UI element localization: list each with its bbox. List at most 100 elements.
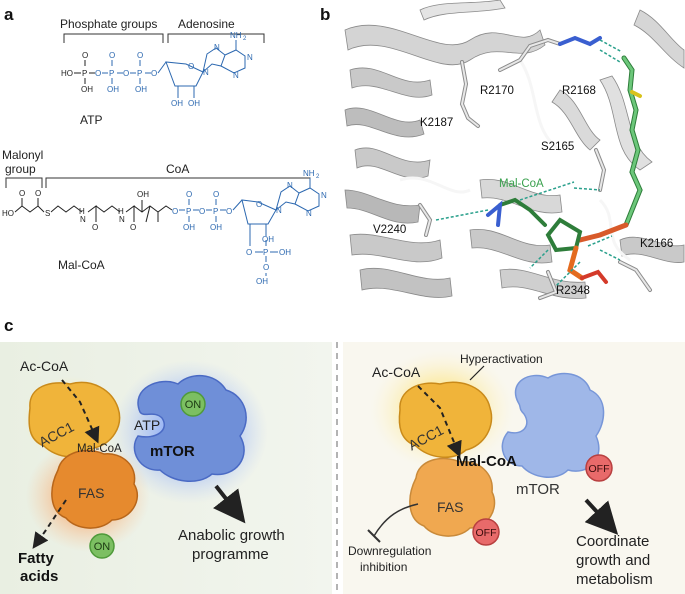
right-fas-label: FAS (437, 499, 463, 515)
on-badge-mtor (180, 391, 206, 417)
on-badge-mtor-label: ON (185, 399, 202, 411)
coordinate-label-1: Coordinate (576, 533, 649, 550)
svg-text:OH: OH (183, 223, 195, 232)
svg-text:O: O (109, 51, 115, 60)
acc1-protein-right (398, 381, 493, 458)
coa-bracket (45, 177, 311, 188)
svg-text:P: P (186, 207, 191, 216)
svg-text:OH: OH (171, 99, 183, 108)
anabolic-label-1: Anabolic growth (178, 527, 285, 544)
coa-label: CoA (166, 162, 189, 176)
svg-text:OH: OH (81, 85, 93, 94)
svg-text:NH: NH (230, 31, 242, 40)
residue-s2165: S2165 (541, 141, 574, 153)
coordinate-label-2: growth and (576, 552, 650, 569)
svg-text:O: O (151, 69, 157, 78)
svg-text:O: O (123, 69, 129, 78)
svg-text:P: P (263, 248, 268, 257)
svg-text:N: N (306, 209, 312, 218)
svg-text:H: H (118, 207, 124, 216)
svg-text:O: O (199, 207, 205, 216)
svg-text:O: O (19, 189, 25, 198)
panel-a-letter: a (4, 5, 14, 24)
svg-text:OH: OH (137, 190, 149, 199)
fatty-acids-label-1: Fatty (18, 550, 54, 567)
downregulation-label-1: Downregulation (348, 544, 431, 558)
malonyl-group-label-1: Malonyl (2, 148, 43, 162)
svg-text:OH: OH (135, 85, 147, 94)
protein-ribbons (344, 0, 685, 299)
residue-r2168: R2168 (562, 85, 596, 97)
svg-text:NH: NH (303, 169, 315, 178)
svg-text:P: P (82, 69, 87, 78)
left-atp-label: ATP (134, 417, 160, 433)
svg-text:HO: HO (61, 69, 73, 78)
svg-text:2: 2 (243, 36, 247, 42)
svg-text:P: P (213, 207, 218, 216)
svg-text:N: N (119, 215, 125, 224)
hyperactivation-label: Hyperactivation (460, 352, 543, 366)
left-fatty-acid-arrow (32, 499, 67, 549)
fas-protein-left (51, 449, 139, 529)
fas-protein-right (409, 457, 496, 537)
svg-text:OH: OH (256, 277, 268, 286)
left-mtor-label: mTOR (150, 443, 195, 460)
svg-text:H: H (79, 207, 85, 216)
panel-c-letter: c (4, 316, 13, 335)
left-anabolic-arrow (213, 484, 246, 524)
svg-text:O: O (82, 51, 88, 60)
svg-text:N: N (276, 206, 282, 215)
left-mal-coa-label: Mal-CoA (77, 443, 122, 455)
panel-b-letter: b (320, 5, 330, 24)
svg-text:N: N (287, 181, 293, 190)
svg-text:N: N (214, 43, 220, 52)
svg-text:OH: OH (262, 235, 274, 244)
left-fas-label: FAS (78, 485, 104, 501)
atp-label: ATP (80, 113, 102, 127)
svg-text:S: S (45, 209, 50, 218)
left-ac-coa-arrow (61, 379, 100, 444)
off-badge-mtor (585, 454, 613, 482)
svg-text:O: O (172, 207, 178, 216)
svg-text:O: O (137, 51, 143, 60)
svg-text:O: O (246, 248, 252, 257)
mtor-protein-right (501, 372, 605, 478)
svg-text:O: O (186, 190, 192, 199)
svg-text:OH: OH (107, 85, 119, 94)
phosphate-groups-label: Phosphate groups (60, 17, 157, 31)
svg-text:O: O (130, 223, 136, 232)
svg-text:O: O (92, 223, 98, 232)
svg-text:P: P (109, 69, 114, 78)
on-badge-fas-label: ON (94, 541, 111, 553)
svg-text:N: N (203, 68, 209, 77)
svg-text:O: O (226, 207, 232, 216)
svg-text:OH: OH (279, 248, 291, 257)
svg-text:HO: HO (2, 209, 14, 218)
svg-text:O: O (213, 190, 219, 199)
svg-text:O: O (35, 189, 41, 198)
left-ac-coa-label: Ac-CoA (20, 358, 69, 374)
panel-b: b (320, 0, 685, 303)
residue-r2348: R2348 (556, 285, 590, 297)
residue-k2187: K2187 (420, 117, 453, 129)
adenosine-bracket (167, 33, 265, 43)
residue-sticks (418, 35, 652, 300)
svg-text:N: N (321, 191, 327, 200)
hyperactivation-pointer (469, 365, 485, 381)
adenosine-label: Adenosine (178, 17, 235, 31)
mal-coa-structure: HO O O S HN O HN O OH O P O OH O P O OH … (2, 169, 327, 286)
mal-coa-label: Mal-CoA (58, 258, 105, 272)
right-coordinate-arrow (584, 498, 619, 535)
svg-text:N: N (80, 215, 86, 224)
malonyl-group-label-2: group (5, 162, 36, 176)
svg-text:OH: OH (210, 223, 222, 232)
svg-text:N: N (247, 53, 253, 62)
residue-r2170: R2170 (480, 85, 514, 97)
inhibition-bar (367, 529, 381, 543)
coordinate-label-3: metabolism (576, 571, 653, 588)
downregulation-label-2: inhibition (360, 560, 407, 574)
phosphate-groups-bracket (63, 33, 164, 43)
mtor-protein-left (133, 375, 247, 482)
svg-text:OH: OH (188, 99, 200, 108)
